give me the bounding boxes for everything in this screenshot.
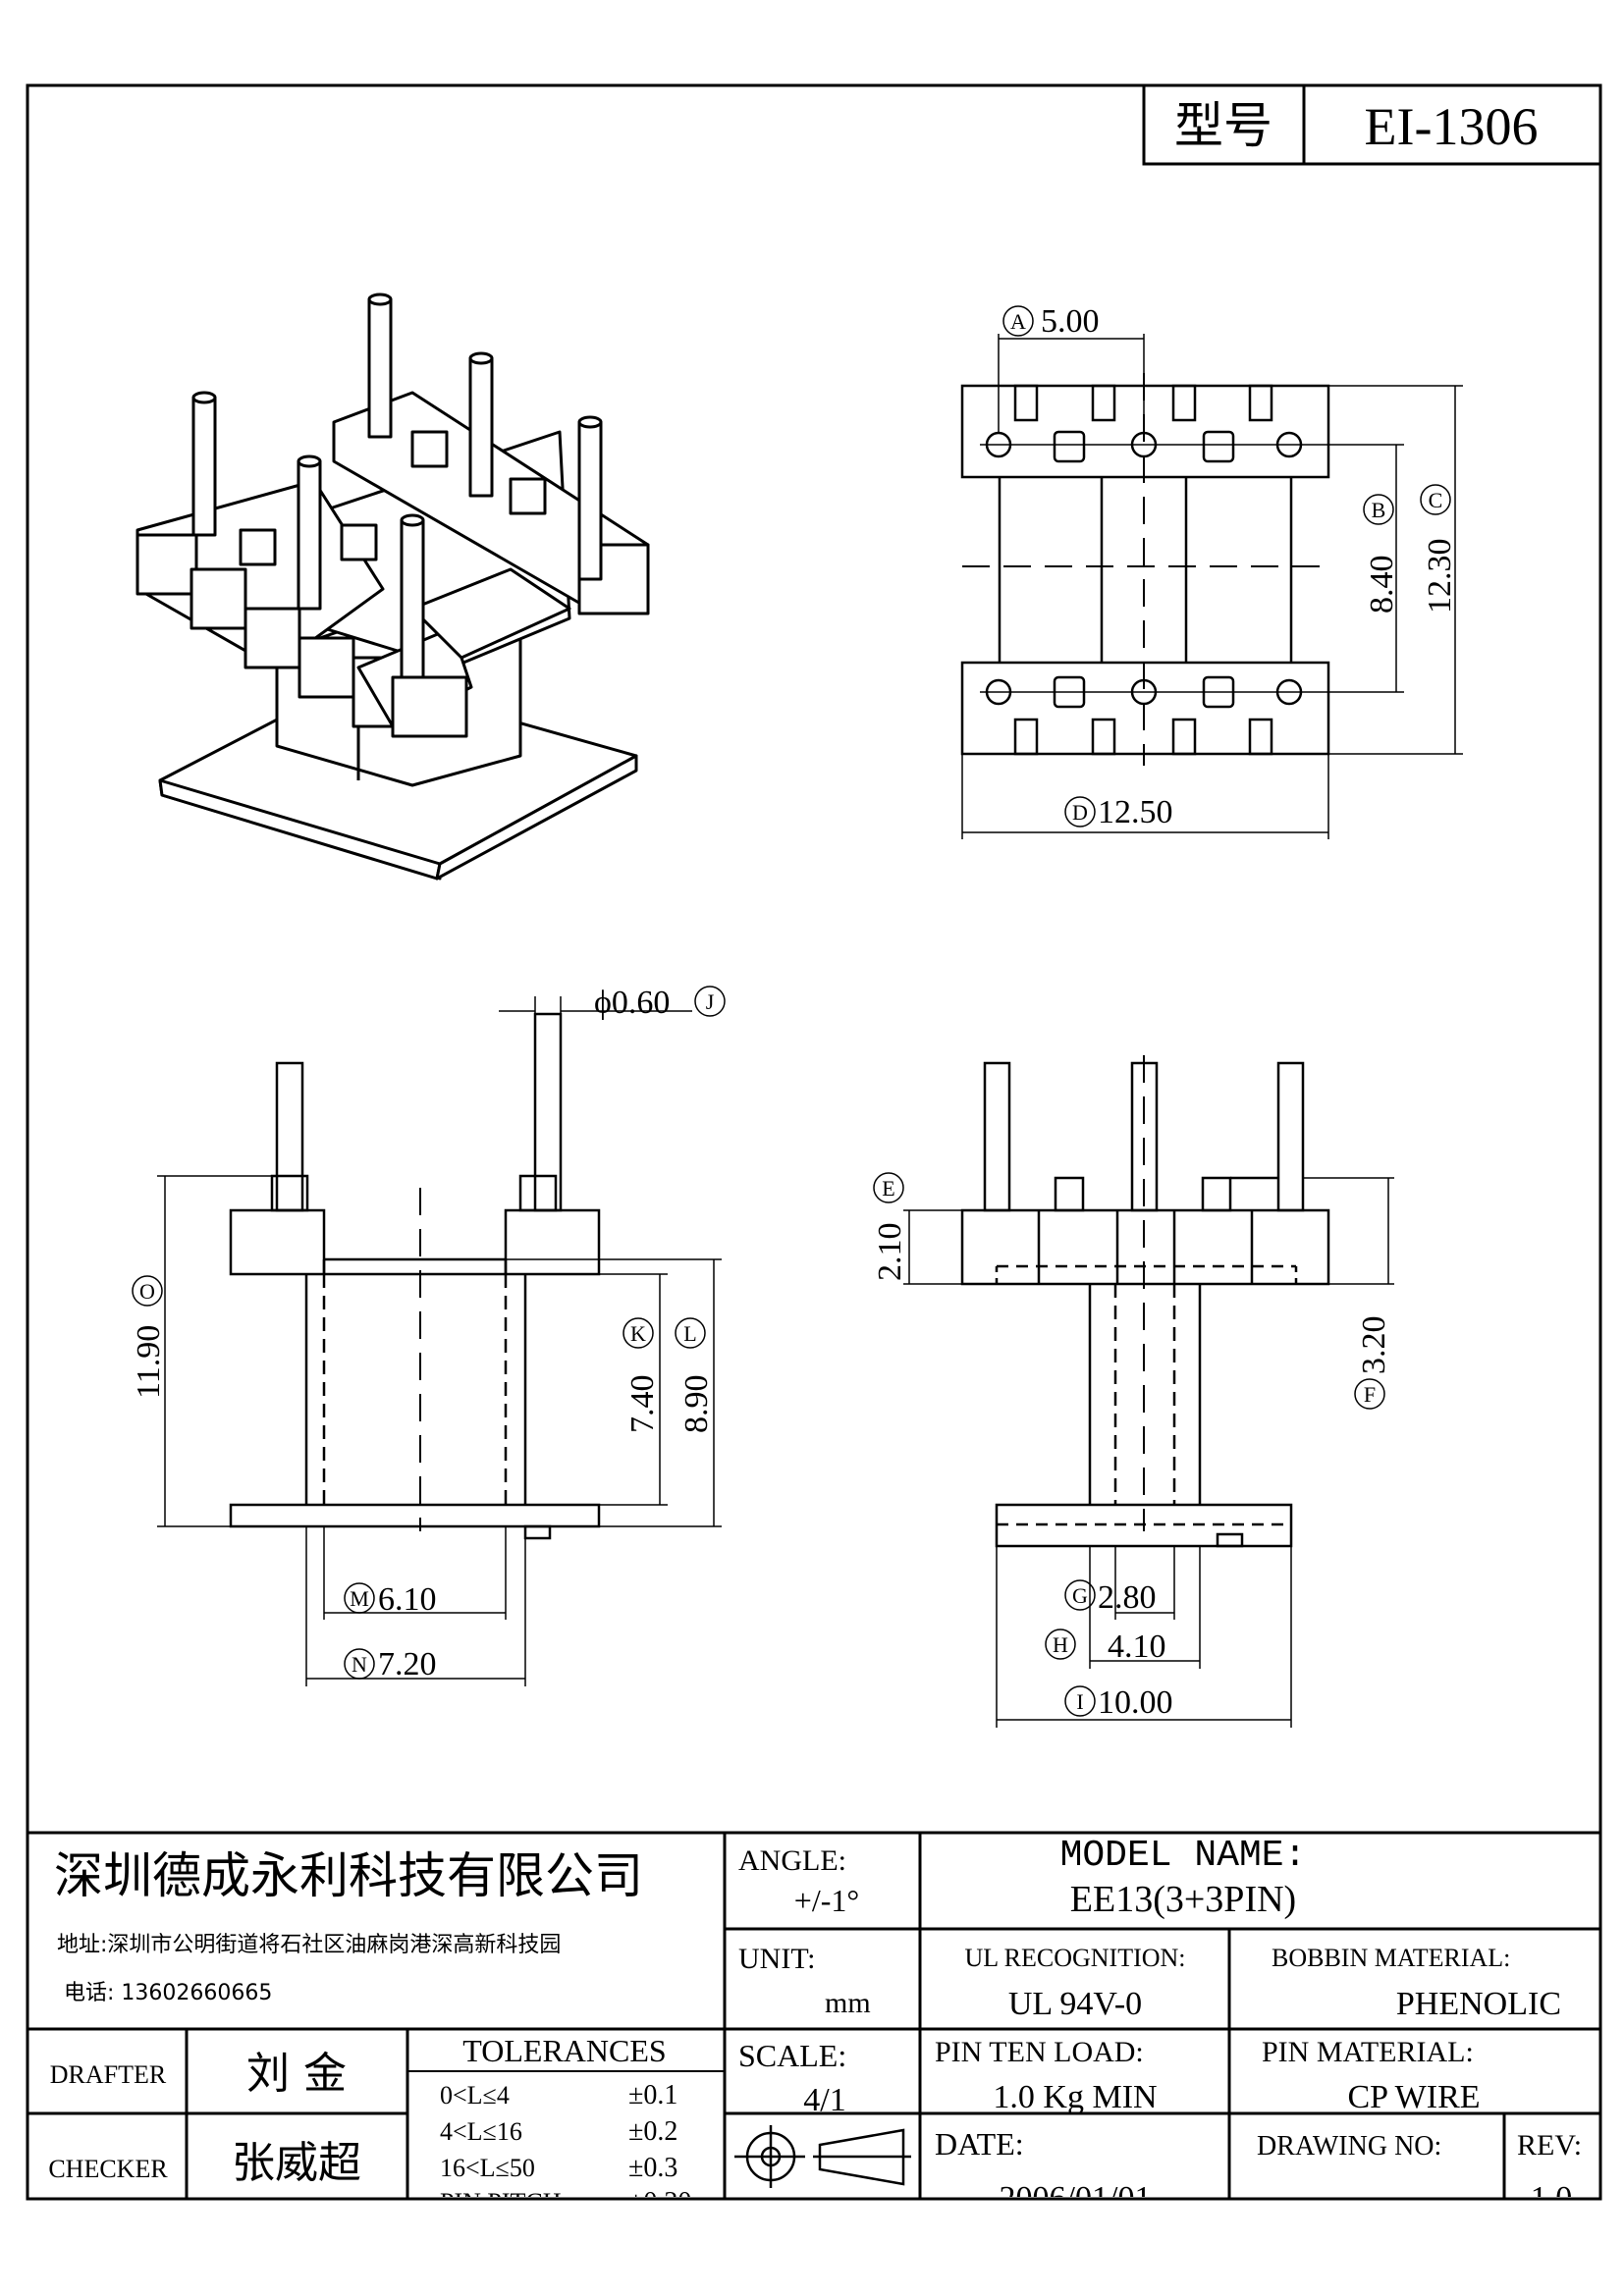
- dim-m-mark: M: [350, 1586, 369, 1611]
- dim-j-marker: [694, 986, 726, 1017]
- tolerance-range-2: 4<L≤16: [440, 2117, 522, 2146]
- company-phone: 电话: 13602660665: [64, 1981, 272, 2005]
- dim-o-marker: [132, 1275, 163, 1307]
- dim-c-marker: [1420, 484, 1451, 515]
- dim-f-mark: F: [1364, 1382, 1376, 1407]
- dim-i-marker: [1064, 1685, 1096, 1717]
- front-view: [157, 996, 722, 1686]
- rev-value: 1.0: [1531, 2180, 1573, 2216]
- drafter-label: DRAFTER: [50, 2060, 167, 2089]
- pin-material-label: PIN MATERIAL:: [1262, 2036, 1474, 2068]
- dim-b-marker: [1363, 494, 1394, 525]
- dim-n-marker: [344, 1648, 375, 1680]
- dim-o-mark: O: [139, 1279, 155, 1304]
- company-name: 深圳德成永利科技有限公司: [54, 1847, 643, 1904]
- dim-j-mark: J: [706, 989, 715, 1014]
- tolerance-range-3: 16<L≤50: [440, 2154, 535, 2182]
- drawing-no-label: DRAWING NO:: [1257, 2131, 1441, 2162]
- tolerance-value-4: ±0.20: [628, 2187, 691, 2217]
- dim-l-mark: L: [683, 1321, 696, 1346]
- checker-label: CHECKER: [48, 2155, 168, 2183]
- company-address: 地址:深圳市公明街道将石社区油麻岗港深高新科技园: [57, 1933, 561, 1957]
- scale-value: 4/1: [803, 2082, 845, 2118]
- dim-e-mark: E: [882, 1176, 894, 1201]
- tolerances-label: TOLERANCES: [462, 2033, 666, 2068]
- pin-material-value: CP WIRE: [1347, 2079, 1480, 2115]
- dim-g-mark: G: [1072, 1583, 1088, 1608]
- dim-a-marker: [1002, 305, 1034, 337]
- dim-n-mark: N: [352, 1652, 367, 1677]
- unit-value: mm: [825, 1987, 871, 2019]
- dim-k-value: 7.40: [624, 1375, 661, 1434]
- top-view: [960, 334, 1463, 839]
- dim-l-marker: [675, 1317, 706, 1349]
- date-label: DATE:: [935, 2126, 1024, 2162]
- dim-d-mark: D: [1072, 800, 1088, 825]
- unit-label: UNIT:: [738, 1943, 816, 1975]
- angle-value: +/-1°: [794, 1883, 859, 1918]
- dim-h-mark: H: [1053, 1632, 1068, 1657]
- dim-e-value: 2.10: [872, 1223, 908, 1282]
- date-value: 2006/01/01: [1000, 2180, 1152, 2216]
- dim-i-value: 10.00: [1098, 1684, 1173, 1721]
- dim-n-value: 7.20: [378, 1646, 437, 1682]
- dim-c-mark: C: [1429, 488, 1443, 512]
- pin-load-label: PIN TEN LOAD:: [935, 2036, 1144, 2068]
- dim-k-marker: [623, 1317, 654, 1349]
- model-header: 型号 EI-1306: [1142, 83, 1602, 166]
- dim-d-value: 12.50: [1098, 794, 1173, 830]
- isometric-view: [135, 293, 650, 881]
- dim-g-value: 2.80: [1098, 1579, 1157, 1616]
- top-view-labels: A 5.00 B 8.40 C 12.30 D 12.50: [1002, 303, 1458, 830]
- dim-b-value: 8.40: [1364, 556, 1400, 614]
- checker-value: 张威超: [232, 2138, 361, 2188]
- ul-label: UL RECOGNITION:: [964, 1944, 1185, 1972]
- angle-label: ANGLE:: [738, 1844, 846, 1877]
- bobbin-label: BOBBIN MATERIAL:: [1272, 1944, 1510, 1972]
- dim-k-mark: K: [630, 1321, 646, 1346]
- dim-c-value: 12.30: [1422, 539, 1458, 614]
- outer-frame: [26, 83, 1602, 2201]
- projection-symbol-icon: [734, 2125, 911, 2188]
- front-view-labels: ϕ0.60 J O 11.90 K 7.40 L 8.90 M 6.10 N 7…: [131, 985, 726, 1682]
- tolerance-range-4: PIN PITCH: [440, 2188, 562, 2216]
- pin-load-value: 1.0 Kg MIN: [993, 2079, 1157, 2115]
- side-view: [903, 1055, 1394, 1728]
- dim-o-value: 11.90: [131, 1325, 167, 1399]
- dim-m-value: 6.10: [378, 1581, 437, 1618]
- ul-value: UL 94V-0: [1008, 1986, 1142, 2022]
- dim-f-value: 3.20: [1356, 1316, 1392, 1375]
- dim-m-marker: [344, 1582, 375, 1614]
- dim-f-marker: [1354, 1378, 1385, 1410]
- dim-h-marker: [1045, 1629, 1076, 1660]
- rev-label: REV:: [1517, 2129, 1582, 2162]
- model-name-value: EE13(3+3PIN): [1070, 1879, 1296, 1920]
- model-label: 型号: [1174, 97, 1272, 154]
- dim-l-value: 8.90: [678, 1375, 715, 1434]
- title-block-text: 深圳德成永利科技有限公司 地址:深圳市公明街道将石社区油麻岗港深高新科技园 电话…: [48, 1835, 1582, 2217]
- title-block: [27, 1831, 1600, 2199]
- dim-b-mark: B: [1372, 498, 1386, 522]
- dim-g-marker: [1064, 1579, 1096, 1611]
- dim-e-marker: [873, 1172, 904, 1203]
- model-name-label: MODEL NAME:: [1060, 1835, 1307, 1877]
- tolerance-value-3: ±0.3: [628, 2153, 677, 2183]
- side-view-labels: E 2.10 3.20 F G 2.80 H 4.10 I 10.00: [872, 1172, 1392, 1721]
- dim-h-value: 4.10: [1108, 1629, 1166, 1665]
- tolerance-range-1: 0<L≤4: [440, 2081, 510, 2109]
- dim-j-value: ϕ0.60: [594, 985, 670, 1021]
- model-value: EI-1306: [1365, 97, 1539, 156]
- dim-d-marker: [1064, 796, 1096, 828]
- dim-i-mark: I: [1076, 1689, 1083, 1714]
- tolerance-value-2: ±0.2: [628, 2116, 677, 2147]
- dim-a-value: 5.00: [1041, 303, 1100, 340]
- drafter-value: 刘 金: [246, 2049, 347, 2099]
- bobbin-value: PHENOLIC: [1396, 1986, 1561, 2022]
- dim-a-mark: A: [1010, 309, 1026, 334]
- tolerance-value-1: ±0.1: [628, 2080, 677, 2110]
- scale-label: SCALE:: [738, 2038, 846, 2073]
